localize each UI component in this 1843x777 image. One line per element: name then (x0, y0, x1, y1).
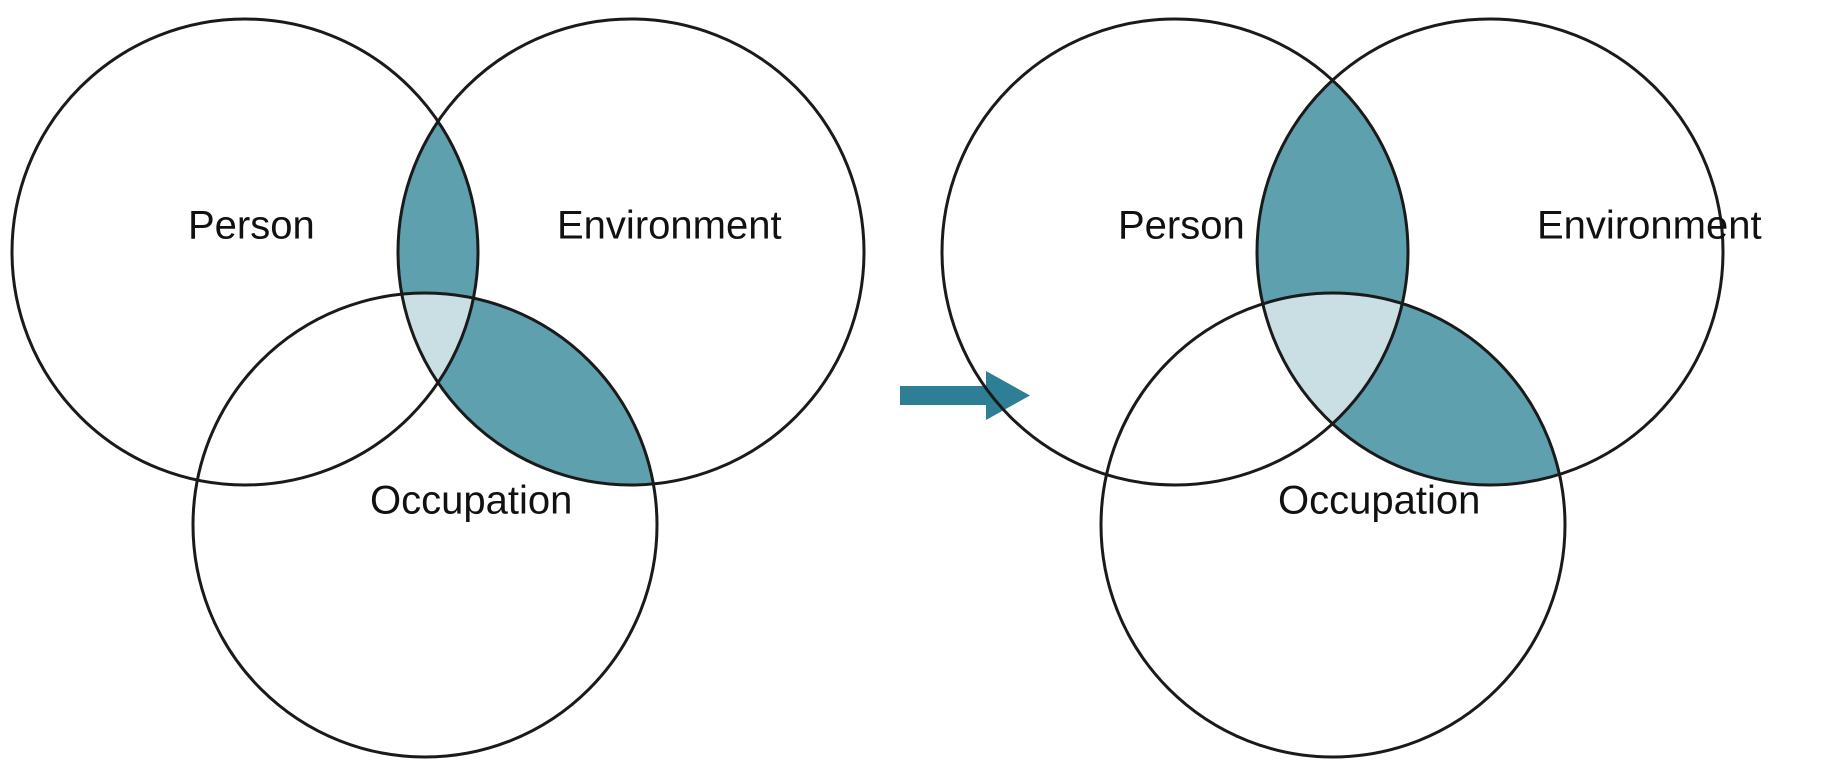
arrow-shaft (900, 386, 990, 405)
circle-environment (1255, 17, 1725, 487)
circle-environment (396, 17, 866, 487)
diagram-after: Person Environment Occupation (940, 17, 1762, 759)
circle-occupation (191, 291, 659, 759)
label-environment: Environment (1537, 204, 1762, 248)
label-occupation: Occupation (370, 479, 572, 523)
diagram-before: Person Environment Occupation (10, 17, 866, 759)
arrow-head-icon (986, 371, 1030, 420)
label-occupation: Occupation (1278, 479, 1480, 523)
region-person-environment (398, 19, 478, 485)
region-environment-occupation (398, 293, 657, 485)
label-environment: Environment (557, 204, 782, 248)
circle-occupation (1099, 291, 1567, 759)
transition-arrow (900, 371, 1030, 420)
region-triple-overlap (1257, 293, 1408, 485)
label-person: Person (1118, 204, 1245, 248)
circle-person (940, 17, 1410, 487)
circle-person (10, 17, 480, 487)
label-person: Person (188, 204, 315, 248)
